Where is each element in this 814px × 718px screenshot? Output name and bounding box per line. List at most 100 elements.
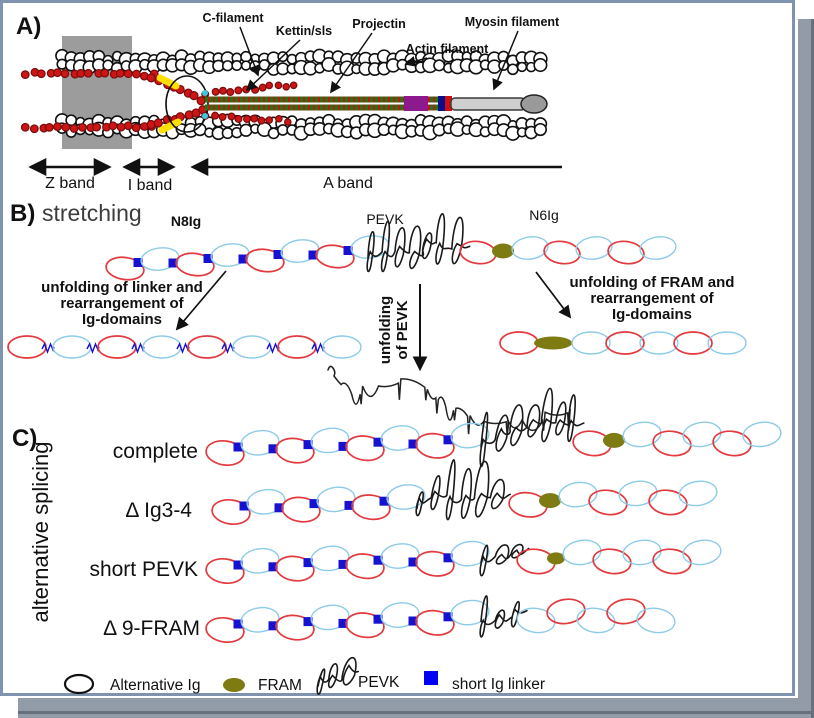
ig-domain-blue [618,480,658,507]
yellow-mark-bottom [158,118,182,134]
ig-domain-blue [571,331,611,355]
ig-domain-blue [310,604,350,631]
right-note-line1: unfolding of FRAM and [570,274,735,291]
right-note-line2: rearrangement of [590,290,714,307]
c-filament-bead-chains [20,67,298,134]
short-ig-linker [343,246,353,255]
red-bead [211,87,220,96]
short-ig-linker [233,619,243,629]
short-ig-linker [308,250,318,260]
ig-domain-red [275,555,315,582]
pevk-squiggle [415,459,511,521]
legend-pevk-label: PEVK [358,674,400,691]
red-bead [123,69,133,79]
actin-filament-top [55,48,548,77]
legend-short-ig-linker-label: short Ig linker [452,676,545,693]
ig-domain-red [415,432,455,459]
projectin-label: Projectin [352,17,406,31]
short-ig-linker [443,612,453,622]
red-bead [131,123,141,133]
unfolded-pevk-wave [327,365,571,435]
short-ig-linker [303,558,313,568]
ig-domain-red [673,331,713,355]
pevk-squiggle [479,543,530,577]
panel-a-label: A) [16,13,41,40]
right-note-line3: Ig-domains [612,306,692,323]
legend: Alternative Ig FRAM PEVK short Ig linker [63,656,545,695]
left-note-line1: unfolding of linker and [41,279,203,296]
filament-bead [516,61,528,73]
ig-domain-red [415,609,455,636]
red-bead [29,124,39,134]
fram-domain [492,243,514,259]
filament-bead [221,60,234,72]
short-ig-linker [408,557,418,567]
alternative-ig-icon [63,673,95,695]
kettin-label: Kettin/sls [276,24,332,38]
red-bead [132,69,141,79]
short-ig-linker [373,614,383,624]
short-ig-linker [268,621,278,631]
ig-domain-red [275,437,315,464]
fram-icon [223,678,245,692]
red-bead [61,122,71,132]
filament-bead [533,122,547,137]
chain-b-unfolded-left [7,335,362,359]
red-bead [226,88,235,97]
red-bead [108,121,118,131]
short-ig-linker [443,553,453,563]
vertical-note-line1: unfolding [377,296,394,364]
red-bead [265,116,274,124]
red-bead [115,68,125,78]
ig-domain-blue [450,599,490,626]
projectin-arrow [330,32,373,94]
filament-bead [231,59,243,71]
alternative-splicing-axis: alternative splicing [28,442,53,623]
red-bead [116,122,126,132]
z-band-label: Z band [45,175,95,192]
short-ig-linker [373,437,383,447]
ig-domain-blue [246,488,286,515]
yellow-mark-top [156,74,180,90]
right-note-arrow [535,271,572,319]
short-ig-linker [268,562,278,572]
ig-domain-blue [310,545,350,572]
actin-label: Actin filament [406,42,489,56]
red-bead [44,122,54,132]
ig-domain-red [205,557,245,585]
pevk-squiggle [366,212,471,273]
ig-domain-blue [322,335,362,359]
ig-domain-red [605,331,645,355]
red-bead [123,121,133,131]
red-bead [257,116,266,125]
short-ig-linker [273,250,283,259]
red-bead [251,85,260,94]
ig-domain-red [351,494,391,521]
cyan-dot-top [202,90,208,96]
row-label-shortpevk: short PEVK [89,558,198,581]
ig-domain-blue [240,547,280,574]
frame-shadow-bottom [18,698,814,718]
pevk-icon [316,656,360,695]
frame-shadow-right-edge [811,19,814,718]
ig-domain-blue [636,607,676,634]
frame-shadow-bottom-edge [18,711,814,714]
short-ig-linker [239,501,249,511]
short-ig-linker [379,496,389,506]
fram-domain [539,493,561,509]
ig-domain-red [315,244,355,269]
row-label-fram9: Δ 9-FRAM [103,617,200,640]
red-bead [289,81,298,90]
red-bead [275,114,283,123]
red-bead [234,114,243,123]
ig-domain-blue [380,602,420,628]
panel-b-label: B) [10,200,35,227]
panel-b-title: stretching [42,200,142,226]
red-bead [258,83,267,92]
ig-domain-blue [682,421,722,448]
rod-purple-block [404,96,428,111]
ig-domain-blue [240,606,280,633]
red-bead [211,111,220,120]
filament-bead [533,58,548,73]
